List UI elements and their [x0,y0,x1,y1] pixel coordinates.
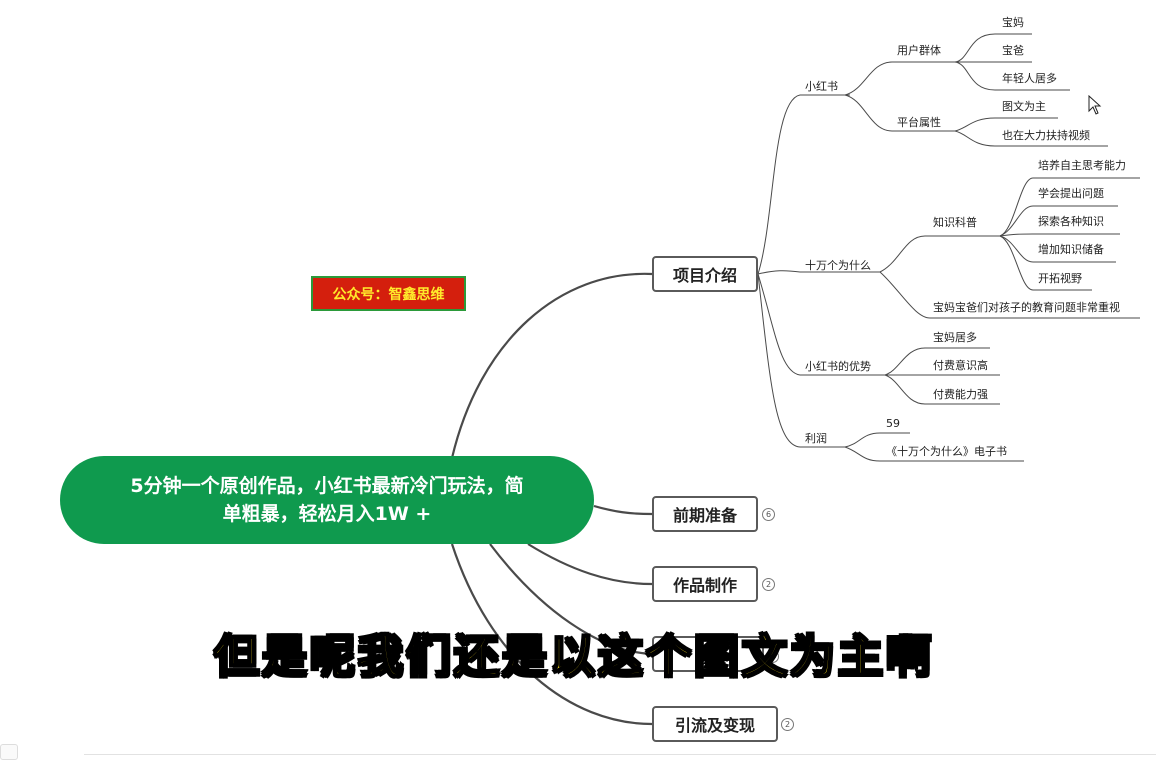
collapsed-count-badge[interactable]: 2 [762,578,775,591]
root-topic[interactable]: 5分钟一个原创作品，小红书最新冷门玩法，简 单粗暴，轻松月入1W + [60,456,594,544]
leaf-image-text[interactable]: 图文为主 [1002,100,1046,113]
topic-knowledge[interactable]: 知识科普 [933,216,977,229]
branch-project-intro[interactable]: 项目介绍 [652,256,758,292]
branch-production[interactable]: 作品制作 [652,566,758,602]
leaf-ask-questions[interactable]: 学会提出问题 [1038,187,1104,200]
topic-why-book[interactable]: 十万个为什么 [805,259,871,272]
leaf-broaden-horizon[interactable]: 开拓视野 [1038,272,1082,285]
topic-user-group[interactable]: 用户群体 [897,44,941,57]
watermark-label: 公众号：智鑫思维 [311,276,466,311]
branch-label: 作品制作 [672,576,737,595]
topic-xiaohongshu[interactable]: 小红书 [805,80,838,93]
root-topic-text: 5分钟一个原创作品，小红书最新冷门玩法，简 单粗暴，轻松月入1W + [130,472,523,528]
branch-label: 前期准备 [672,506,737,525]
leaf-many-moms[interactable]: 宝妈居多 [933,331,977,344]
leaf-ebook[interactable]: 《十万个为什么》电子书 [886,445,1007,458]
topic-platform-attr[interactable]: 平台属性 [897,116,941,129]
leaf-explore-knowledge[interactable]: 探索各种知识 [1038,215,1104,228]
video-subtitle: 但是呢我们还是以这个图文为主啊 [213,629,935,684]
root-topic-line1: 5分钟一个原创作品，小红书最新冷门玩法，简 [130,475,524,497]
leaf-price[interactable]: 59 [886,417,900,430]
root-topic-line2: 单粗暴，轻松月入1W + [222,503,432,525]
leaf-video-support[interactable]: 也在大力扶持视频 [1002,129,1090,142]
topic-advantage[interactable]: 小红书的优势 [805,360,871,373]
branch-label: 项目介绍 [672,266,737,285]
leaf-young-people[interactable]: 年轻人居多 [1002,72,1057,85]
leaf-baoma[interactable]: 宝妈 [1002,16,1024,29]
branch-traffic-monetize[interactable]: 引流及变现 [652,706,778,742]
collapsed-count-badge[interactable]: 2 [781,718,794,731]
branch-label: 引流及变现 [674,716,755,735]
leaf-pay-ability[interactable]: 付费能力强 [933,388,988,401]
collapsed-count-badge[interactable] [766,650,779,663]
branch-preparation[interactable]: 前期准备 [652,496,758,532]
bottom-divider [84,754,1156,755]
leaf-baoba[interactable]: 宝爸 [1002,44,1024,57]
branch-hidden[interactable] [652,636,764,672]
mouse-pointer-icon [1088,94,1102,119]
leaf-pay-awareness[interactable]: 付费意识高 [933,359,988,372]
leaf-knowledge-reserve[interactable]: 增加知识储备 [1038,243,1104,256]
leaf-parents-education[interactable]: 宝妈宝爸们对孩子的教育问题非常重视 [933,301,1120,314]
topic-profit[interactable]: 利润 [805,432,827,445]
corner-widget[interactable] [0,744,18,760]
leaf-independent-thinking[interactable]: 培养自主思考能力 [1038,159,1126,172]
collapsed-count-badge[interactable]: 6 [762,508,775,521]
